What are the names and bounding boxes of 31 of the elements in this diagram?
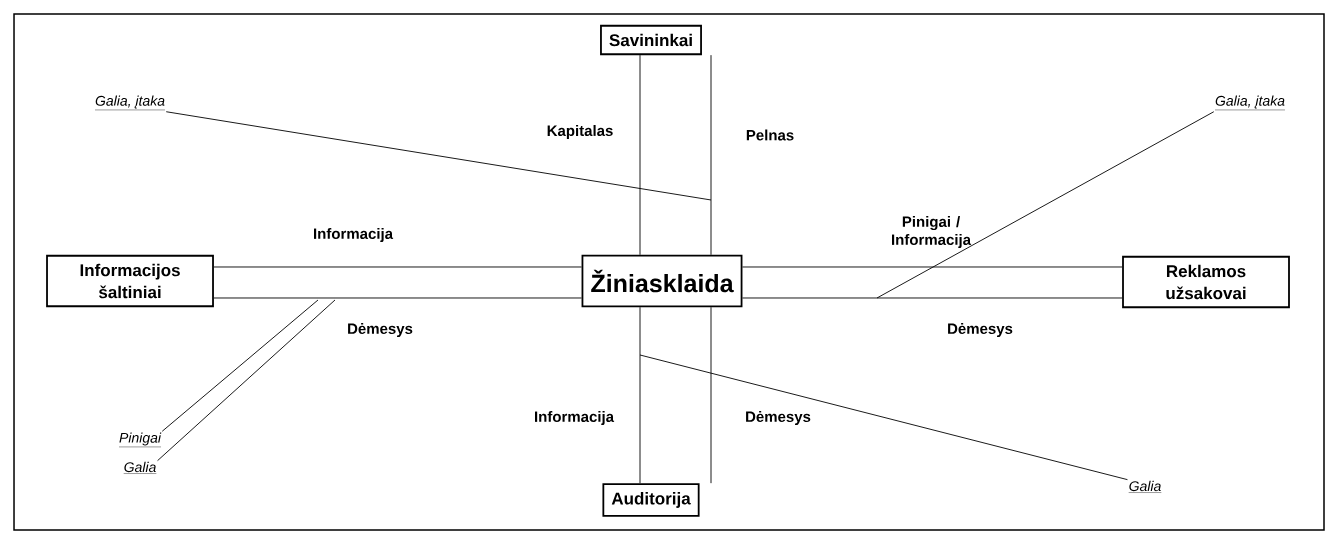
center-box: Žiniasklaida xyxy=(581,254,743,308)
leader-line xyxy=(157,299,336,462)
entity-box: Informacijos šaltiniai xyxy=(46,254,214,308)
edge-label: Kapitalas xyxy=(547,125,613,139)
edge-label: Informacija xyxy=(314,228,394,242)
edge-label: Dėmesys xyxy=(948,323,1013,337)
leader-line xyxy=(161,299,319,432)
leader-label: Galia xyxy=(123,461,157,474)
connector-line xyxy=(213,266,582,268)
connector-line xyxy=(710,306,712,484)
connector-line xyxy=(742,297,1123,299)
entity-box: Auditorija xyxy=(602,483,700,517)
leader-line xyxy=(639,354,1128,481)
leader-label: Galia xyxy=(1128,480,1162,493)
connector-line xyxy=(639,54,641,256)
connector-line xyxy=(639,306,641,484)
entity-box: Reklamos užsakovai xyxy=(1122,255,1290,309)
connector-line xyxy=(742,266,1123,268)
edge-label: Pelnas xyxy=(746,129,794,141)
leader-label: Galia, įtaka xyxy=(94,95,166,111)
edge-label: Informacija xyxy=(535,411,615,425)
connector-line xyxy=(213,297,582,299)
edge-label: Pinigai / Informacija xyxy=(892,216,972,248)
connector-line xyxy=(710,54,712,256)
leader-label: Galia, įtaka xyxy=(1214,95,1286,111)
leader-line xyxy=(165,111,712,201)
leader-line xyxy=(876,111,1215,299)
edge-label: Dėmesys xyxy=(348,323,413,337)
edge-label: Dėmesys xyxy=(746,411,811,425)
entity-box: Savininkai xyxy=(600,24,702,56)
leader-label: Pinigai xyxy=(118,432,162,448)
